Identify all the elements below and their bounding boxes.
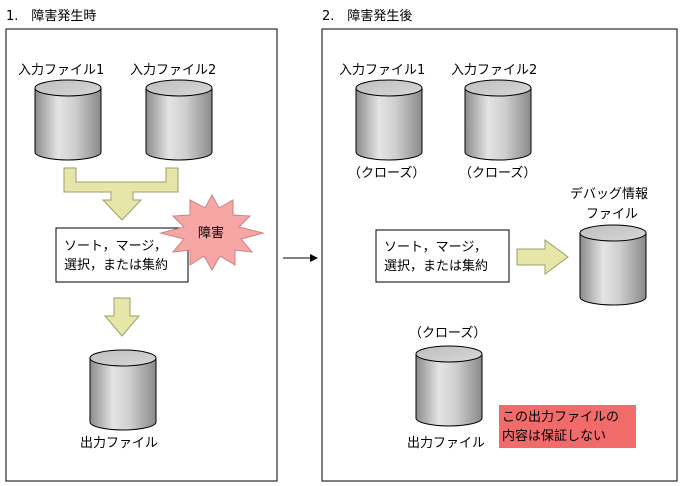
panel1-process-line1: ソート，マージ， bbox=[64, 239, 167, 254]
panel2-closed-label-3: （クローズ） bbox=[409, 325, 486, 341]
panel-transition-arrow bbox=[283, 254, 318, 262]
panel1-process-line2: 選択，または集約 bbox=[64, 257, 168, 273]
panel2-output-label: 出力ファイル bbox=[407, 436, 485, 451]
panel1-output-label: 出力ファイル bbox=[80, 436, 158, 451]
warning-line1: この出力ファイルの bbox=[502, 410, 619, 425]
panel2-right-arrow bbox=[516, 239, 569, 275]
panel2-file1-label: 入力ファイル1 bbox=[339, 63, 425, 78]
panel1-file2-label: 入力ファイル2 bbox=[130, 63, 216, 78]
panel1-process-box bbox=[55, 227, 189, 283]
failure-label: 障害 bbox=[198, 225, 224, 241]
panel2-process-line2: 選択，または集約 bbox=[384, 258, 488, 274]
panel2-output-cylinder bbox=[415, 345, 483, 427]
panel1-output-cylinder bbox=[89, 349, 157, 431]
panel2-title: 2. 障害発生後 bbox=[322, 8, 412, 24]
panel1-input1-cylinder bbox=[34, 79, 102, 161]
panel2-input2-cylinder bbox=[464, 79, 532, 161]
debug-file-label-line2: ファイル bbox=[586, 207, 638, 222]
panel2-input1-cylinder bbox=[355, 79, 423, 161]
panel2-process-box bbox=[375, 229, 510, 283]
panel2-process-line1: ソート，マージ， bbox=[384, 240, 487, 255]
panel1-down-arrow bbox=[103, 297, 141, 337]
panel2-closed-label-2: （クローズ） bbox=[459, 165, 536, 181]
panel2-file2-label: 入力ファイル2 bbox=[451, 63, 537, 78]
debug-file-cylinder bbox=[579, 224, 647, 306]
panel1-input2-cylinder bbox=[145, 79, 213, 161]
failure-burst bbox=[159, 193, 265, 272]
debug-file-label-line1: デバッグ情報 bbox=[570, 186, 648, 202]
warning-line2: 内容は保証しない bbox=[502, 428, 606, 444]
panel1-title: 1. 障害発生時 bbox=[6, 8, 96, 24]
panel1-file1-label: 入力ファイル1 bbox=[18, 63, 104, 78]
warning-box bbox=[499, 405, 636, 448]
panel1-merge-arrow bbox=[63, 167, 179, 221]
panel2-closed-label-1: （クローズ） bbox=[348, 165, 425, 181]
